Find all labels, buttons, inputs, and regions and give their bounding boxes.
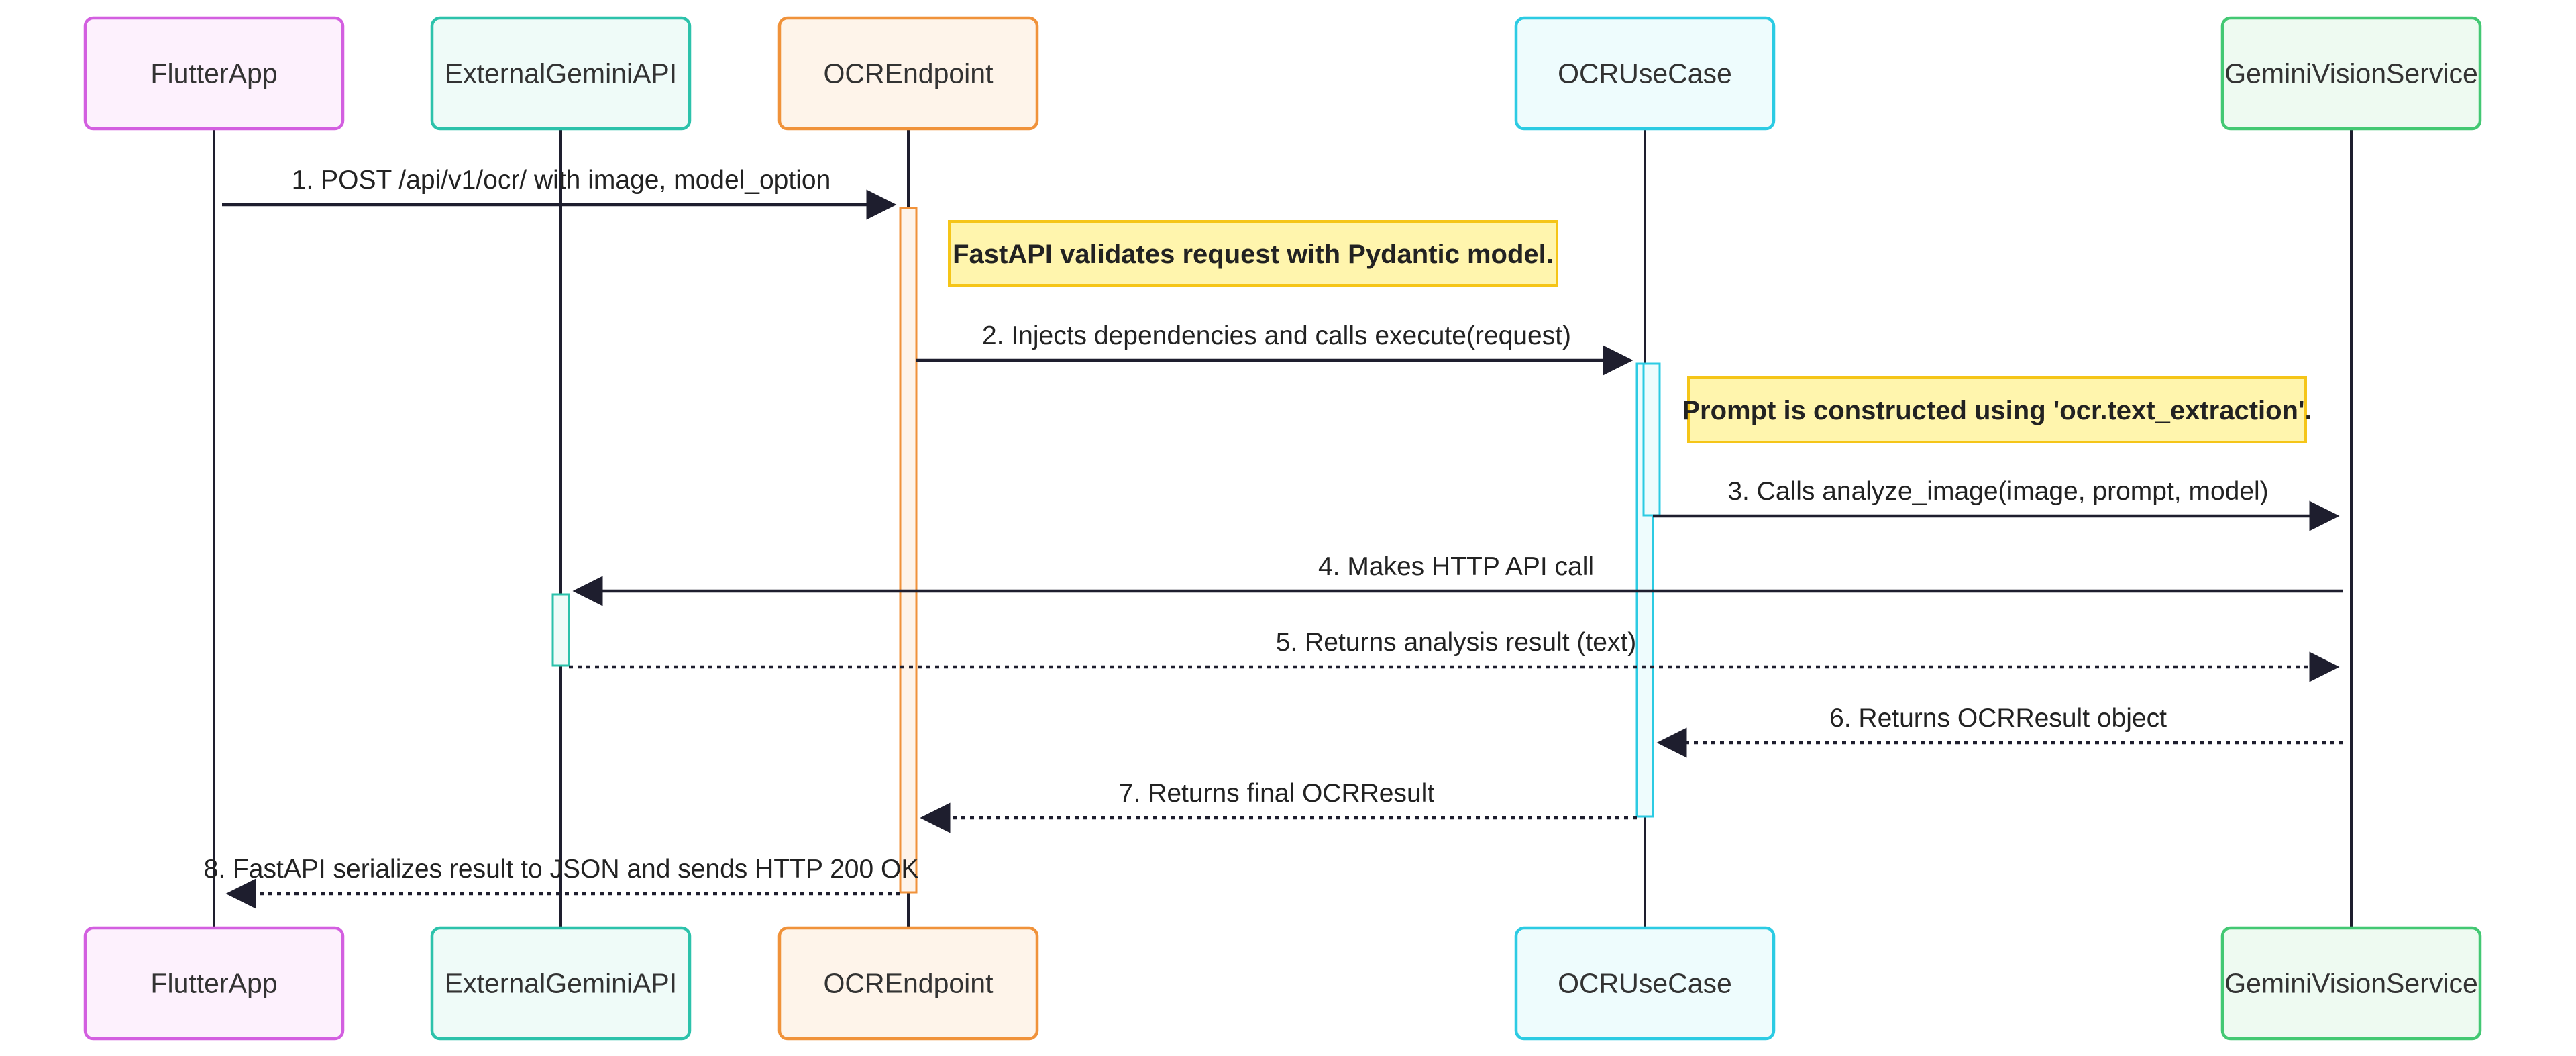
message-3: 3. Calls analyze_image(image, prompt, mo… <box>1653 477 2340 531</box>
participant-top-usecase[interactable]: OCRUseCase <box>1514 16 1776 131</box>
participant-bottom-vision[interactable]: GeminiVisionService <box>2220 926 2482 1041</box>
participant-label: GeminiVisionService <box>2224 58 2478 89</box>
participant-bottom-usecase[interactable]: OCRUseCase <box>1514 926 1776 1041</box>
message-label: 2. Injects dependencies and calls execut… <box>982 321 1571 350</box>
participant-box <box>430 16 692 131</box>
participant-top-flutter[interactable]: FlutterApp <box>83 16 345 131</box>
message-8: 8. FastAPI serializes result to JSON and… <box>204 855 919 909</box>
message-label: 5. Returns analysis result (text) <box>1276 628 1637 657</box>
participant-box <box>430 926 692 1041</box>
note-usecase: Prompt is constructed using 'ocr.text_ex… <box>1682 376 2312 443</box>
participant-label: OCREndpoint <box>824 58 994 89</box>
participant-box <box>83 926 345 1041</box>
note-box <box>1687 376 2307 443</box>
message-label: 6. Returns OCRResult object <box>1829 704 2167 733</box>
participant-box <box>2220 16 2482 131</box>
participant-box <box>777 16 1039 131</box>
participant-bottom-gemini_api[interactable]: ExternalGeminiAPI <box>430 926 692 1041</box>
participant-label: GeminiVisionService <box>2224 968 2478 999</box>
note-label: Prompt is constructed using 'ocr.text_ex… <box>1682 396 2312 425</box>
message-1: 1. POST /api/v1/ocr/ with image, model_o… <box>222 166 897 220</box>
message-label: 8. FastAPI serializes result to JSON and… <box>204 855 919 884</box>
note-box <box>948 220 1558 287</box>
participant-label: OCREndpoint <box>824 968 994 999</box>
message-5: 5. Returns analysis result (text) <box>569 628 2340 682</box>
message-label: 3. Calls analyze_image(image, prompt, mo… <box>1727 477 2268 506</box>
participant-label: OCRUseCase <box>1558 968 1732 999</box>
message-6: 6. Returns OCRResult object <box>1656 704 2343 758</box>
activation-bar-gemini_api <box>551 593 570 667</box>
participant-top-gemini_api[interactable]: ExternalGeminiAPI <box>430 16 692 131</box>
participant-bottom-flutter[interactable]: FlutterApp <box>83 926 345 1041</box>
note-label: FastAPI validates request with Pydantic … <box>953 240 1554 269</box>
participant-label: ExternalGeminiAPI <box>445 968 677 999</box>
participant-box <box>83 16 345 131</box>
message-label: 1. POST /api/v1/ocr/ with image, model_o… <box>292 166 831 195</box>
participant-label: FlutterApp <box>150 968 277 999</box>
participant-top-vision[interactable]: GeminiVisionService <box>2220 16 2482 131</box>
participant-box <box>2220 926 2482 1041</box>
message-2: 2. Injects dependencies and calls execut… <box>916 321 1633 376</box>
activation-bar-usecase <box>1642 362 1661 517</box>
participant-label: ExternalGeminiAPI <box>445 58 677 89</box>
participant-top-endpoint[interactable]: OCREndpoint <box>777 16 1039 131</box>
participant-box <box>1514 926 1776 1041</box>
participant-label: FlutterApp <box>150 58 277 89</box>
participant-bottom-endpoint[interactable]: OCREndpoint <box>777 926 1039 1041</box>
message-label: 7. Returns final OCRResult <box>1119 779 1435 808</box>
activation-bar-endpoint <box>899 207 918 894</box>
participant-box <box>1514 16 1776 131</box>
message-label: 4. Makes HTTP API call <box>1318 552 1594 581</box>
message-7: 7. Returns final OCRResult <box>920 779 1637 833</box>
message-4: 4. Makes HTTP API call <box>572 552 2343 606</box>
participant-label: OCRUseCase <box>1558 58 1732 89</box>
participant-box <box>777 926 1039 1041</box>
note-endpoint: FastAPI validates request with Pydantic … <box>948 220 1558 287</box>
